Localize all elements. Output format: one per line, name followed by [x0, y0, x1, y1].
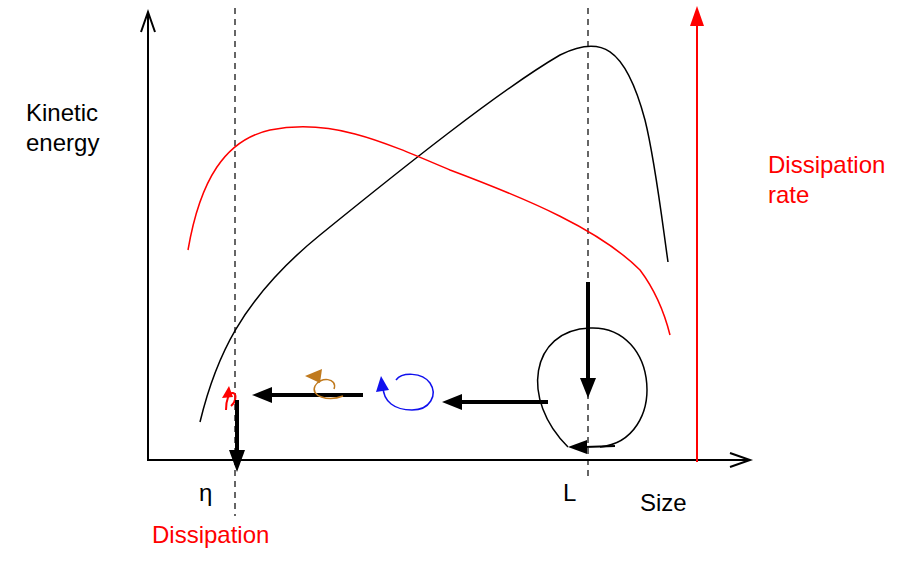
dissipation-arrow: [235, 400, 239, 454]
x-axis-head: [730, 453, 750, 467]
smallest-eddy-head: [222, 386, 233, 398]
axis-title: Kinetic energy: [26, 98, 136, 158]
l-guide: [587, 8, 588, 476]
scale-symbol: L: [563, 478, 576, 508]
dissipation-axis-head: [690, 6, 704, 26]
dissipation-head: [229, 450, 245, 472]
axis-title: Size: [640, 488, 687, 518]
large-eddy-arrow: [585, 446, 615, 447]
large-eddy: [538, 328, 647, 447]
axis-title: Dissipation rate: [768, 150, 904, 210]
medium-eddy: [383, 374, 433, 410]
injection-arrow: [586, 282, 590, 382]
dissipation-axis: [696, 22, 698, 462]
energy-curve: [200, 46, 668, 422]
y-axis-head: [141, 12, 155, 32]
process-label: Dissipation: [152, 520, 269, 550]
y-axis: [147, 14, 149, 461]
scale-symbol: η: [199, 478, 212, 508]
large-eddy-head: [568, 440, 587, 454]
cascade-arrow: [458, 400, 548, 404]
small-eddy: [314, 380, 343, 399]
cascade-head: [442, 394, 462, 410]
cascade-head: [252, 387, 272, 403]
dissipation-curve: [188, 127, 670, 335]
small-eddy-head: [305, 369, 322, 383]
injection-head: [580, 378, 596, 398]
medium-eddy-head: [376, 376, 389, 392]
